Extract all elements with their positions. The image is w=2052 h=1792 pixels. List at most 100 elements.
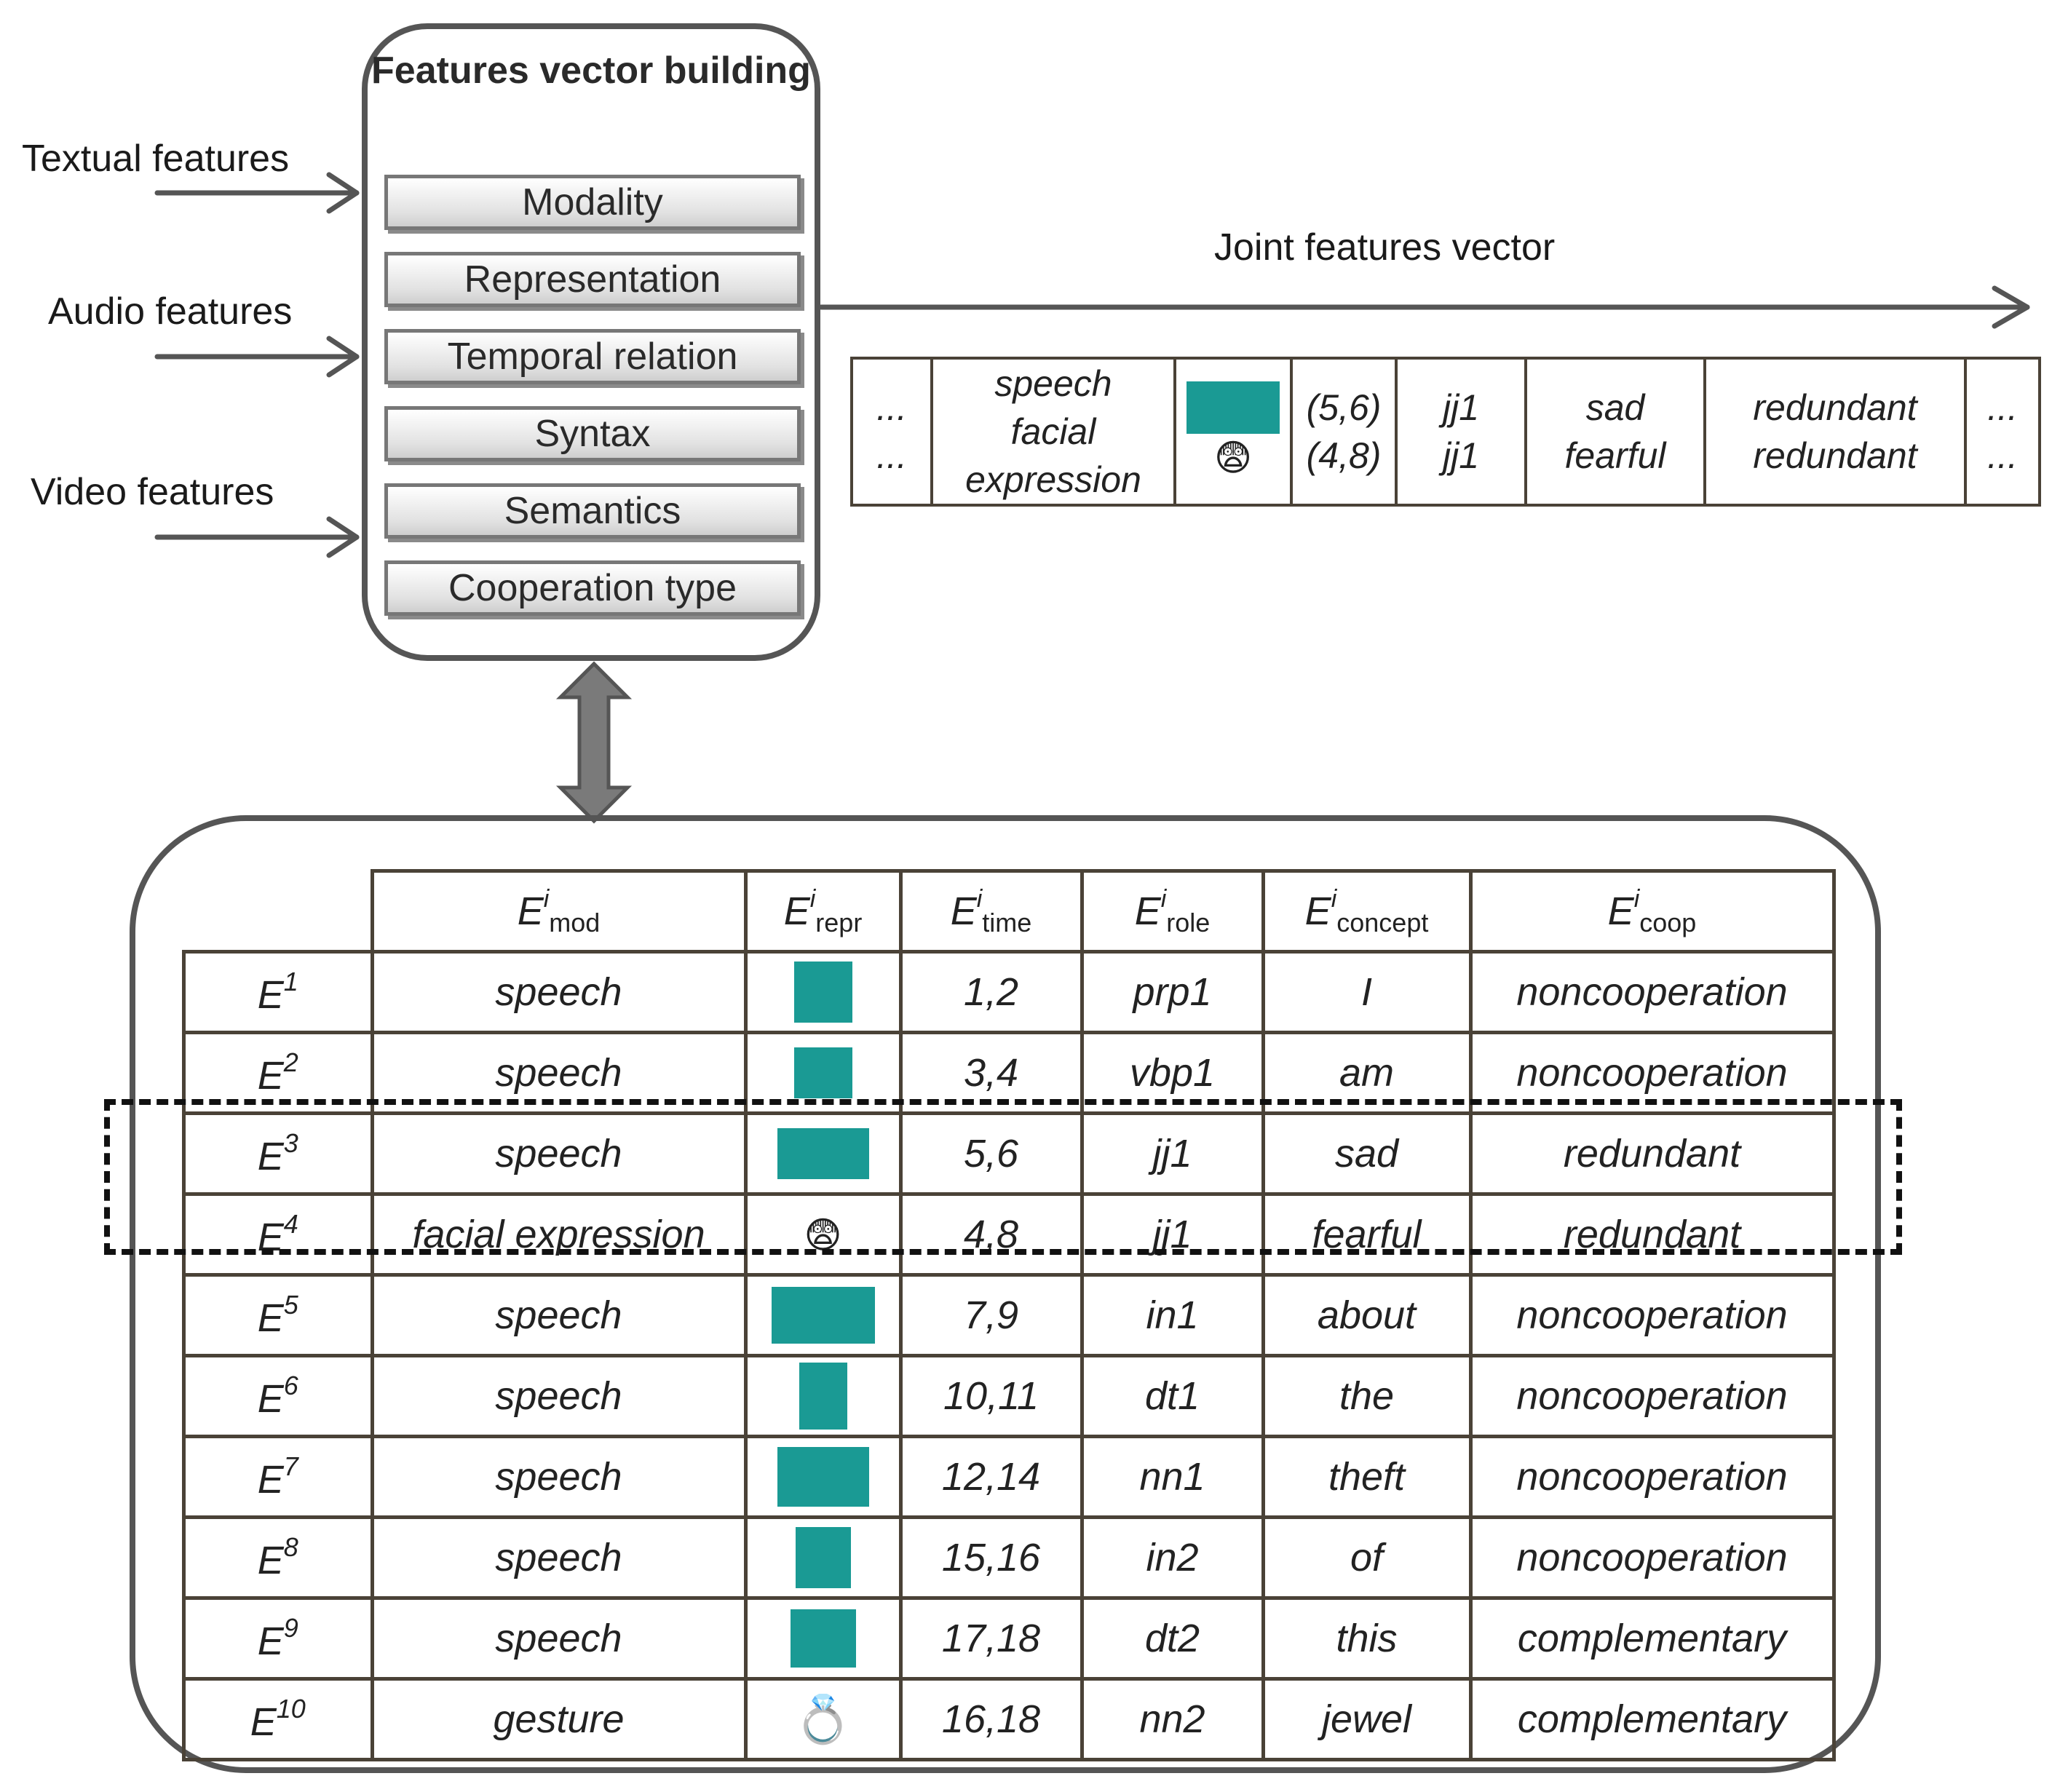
role-cell: nn1 (1080, 1435, 1265, 1519)
mod-cell: speech (370, 1111, 748, 1196)
concept-cell: about (1261, 1273, 1473, 1357)
repr-cell (743, 1596, 903, 1681)
features-vector-building-title: Features vector building (371, 49, 811, 92)
elements-table-container (130, 815, 1881, 1773)
time-cell: 17,18 (898, 1596, 1084, 1681)
waveform-thumbnail (771, 1287, 875, 1344)
redundant-rows-highlight (104, 1099, 1902, 1255)
syntax-button[interactable]: Syntax (384, 406, 801, 461)
row-label: E9 (182, 1596, 374, 1681)
concept-cell: the (1261, 1354, 1473, 1438)
concept-cell: this (1261, 1596, 1473, 1681)
corner-cell (183, 871, 374, 954)
concept-cell: of (1261, 1515, 1473, 1600)
repr-cell (743, 950, 903, 1034)
waveform-thumbnail (795, 1527, 851, 1588)
time-cell: 10,11 (898, 1354, 1084, 1438)
mod-cell: speech (370, 1273, 748, 1357)
role-cell: dt2 (1080, 1596, 1265, 1681)
bidirectional-arrow (555, 661, 633, 824)
time-cell: 15,16 (898, 1515, 1084, 1600)
repr-cell (743, 1435, 903, 1519)
coop-cell: noncooperation (1468, 950, 1836, 1034)
mod-cell: speech (370, 1596, 748, 1681)
row-label: E4 (182, 1192, 374, 1277)
time-cell: 16,18 (898, 1677, 1084, 1761)
concept-cell: theft (1261, 1435, 1473, 1519)
concept-cell: I (1261, 950, 1473, 1034)
time-cell: 12,14 (898, 1435, 1084, 1519)
joint-cell-ellipsis-left: ...... (850, 357, 933, 507)
header-time: Eitime (898, 869, 1084, 954)
coop-cell: complementary (1468, 1596, 1836, 1681)
coop-cell: redundant (1468, 1111, 1836, 1196)
time-cell: 7,9 (898, 1273, 1084, 1357)
role-cell: dt1 (1080, 1354, 1265, 1438)
waveform-thumbnail (790, 1609, 856, 1668)
waveform-thumbnail (799, 1363, 847, 1430)
coop-cell: noncooperation (1468, 1354, 1836, 1438)
header-role: Eirole (1080, 869, 1265, 954)
row-label: E5 (182, 1273, 374, 1357)
role-cell: prp1 (1080, 950, 1265, 1034)
repr-cell (743, 1273, 903, 1357)
coop-cell: redundant (1468, 1192, 1836, 1277)
ring-icon: 💍 (793, 1692, 852, 1747)
role-cell: in2 (1080, 1515, 1265, 1600)
mod-cell: gesture (370, 1677, 748, 1761)
role-cell: in1 (1080, 1273, 1265, 1357)
header-coop: Eicoop (1468, 869, 1836, 954)
time-cell: 1,2 (898, 950, 1084, 1034)
row-label: E10 (182, 1677, 374, 1761)
modality-button[interactable]: Modality (384, 175, 801, 230)
row-label: E7 (182, 1435, 374, 1519)
repr-cell: 💍 (743, 1677, 903, 1761)
row-label: E3 (182, 1111, 374, 1196)
header-repr: Eirepr (743, 869, 903, 954)
joint-cell-time: (5,6)(4,8) (1290, 357, 1398, 507)
waveform-thumbnail (777, 1128, 869, 1179)
coop-cell: complementary (1468, 1677, 1836, 1761)
coop-cell: noncooperation (1468, 1515, 1836, 1600)
cooperation-type-button[interactable]: Cooperation type (384, 560, 801, 616)
video-features-label: Video features (31, 471, 274, 513)
mod-cell: speech (370, 950, 748, 1034)
repr-cell (743, 1515, 903, 1600)
mod-cell: speech (370, 1435, 748, 1519)
semantics-button[interactable]: Semantics (384, 483, 801, 539)
repr-cell (743, 1111, 903, 1196)
row-label: E6 (182, 1354, 374, 1438)
audio-features-label: Audio features (48, 290, 293, 333)
mod-cell: speech (370, 1354, 748, 1438)
concept-cell: jewel (1261, 1677, 1473, 1761)
joint-cell-representation: 😨 (1173, 357, 1293, 507)
row-label: E1 (182, 950, 374, 1034)
role-cell: nn2 (1080, 1677, 1265, 1761)
joint-features-vector-label: Joint features vector (1214, 226, 1556, 269)
fearful-face-icon: 😨 (1213, 437, 1253, 480)
representation-button[interactable]: Representation (384, 252, 801, 307)
mod-cell: speech (370, 1515, 748, 1600)
role-cell: jj1 (1080, 1111, 1265, 1196)
row-label: E8 (182, 1515, 374, 1600)
header-concept: Eiconcept (1261, 869, 1473, 954)
waveform-thumbnail (777, 1447, 869, 1507)
concept-cell: sad (1261, 1111, 1473, 1196)
waveform-thumbnail (1187, 381, 1280, 435)
temporal-relation-button[interactable]: Temporal relation (384, 329, 801, 384)
coop-cell: noncooperation (1468, 1273, 1836, 1357)
time-cell: 5,6 (898, 1111, 1084, 1196)
elements-table: Eimod Eirepr Eitime Eirole Eiconcept Eic… (182, 869, 1836, 1761)
